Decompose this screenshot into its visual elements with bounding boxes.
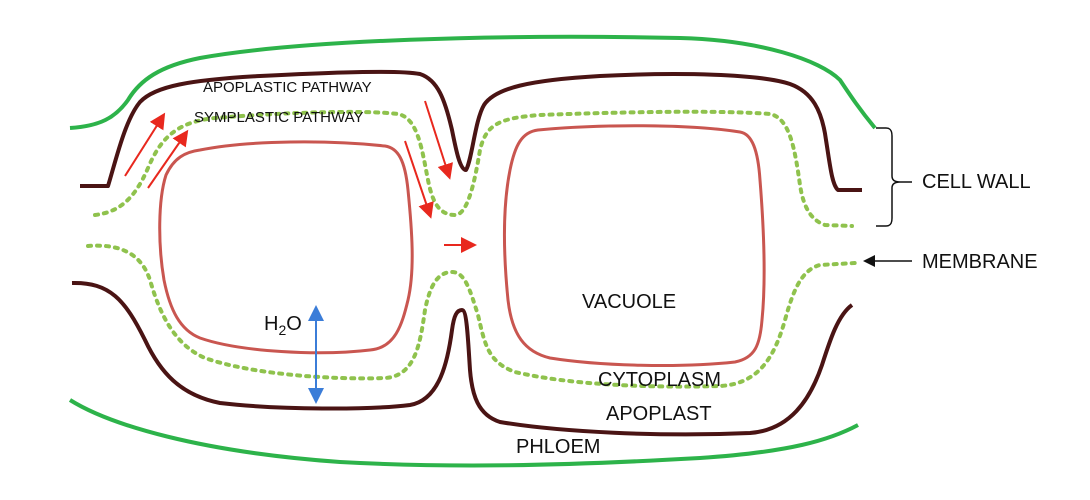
- symplastic-arrow-right: [404, 140, 434, 219]
- apoplastic-arrow-right: [424, 100, 453, 180]
- cell-wall-bracket: [876, 127, 901, 227]
- water-label: H2O: [264, 313, 302, 338]
- apoplastic-arrow-left: [124, 112, 166, 177]
- symplastic-pathway-label: SYMPLASTIC PATHWAY: [194, 109, 363, 126]
- membrane-top-line: [93, 109, 854, 228]
- apoplastic-pathway-label: APOPLASTIC PATHWAY: [203, 79, 372, 96]
- phloem-bottom-line: [68, 398, 859, 468]
- cell-wall-label: CELL WALL: [922, 171, 1031, 193]
- cytoplasm-label: CYTOPLASM: [598, 369, 721, 391]
- membrane-label: MEMBRANE: [922, 251, 1038, 273]
- membrane-bottom-line: [86, 243, 857, 389]
- cell-wall-top-line: [80, 69, 862, 192]
- vacuole-right-outline: [503, 124, 766, 367]
- apoplast-label: APOPLAST: [606, 403, 712, 425]
- phloem-top-line: [69, 34, 877, 130]
- symplastic-arrow-left: [147, 129, 189, 189]
- vacuole-left-outline: [158, 140, 414, 355]
- vacuole-label: VACUOLE: [582, 291, 676, 313]
- phloem-label: PHLOEM: [516, 436, 600, 458]
- cell-wall-bottom-line: [71, 280, 854, 437]
